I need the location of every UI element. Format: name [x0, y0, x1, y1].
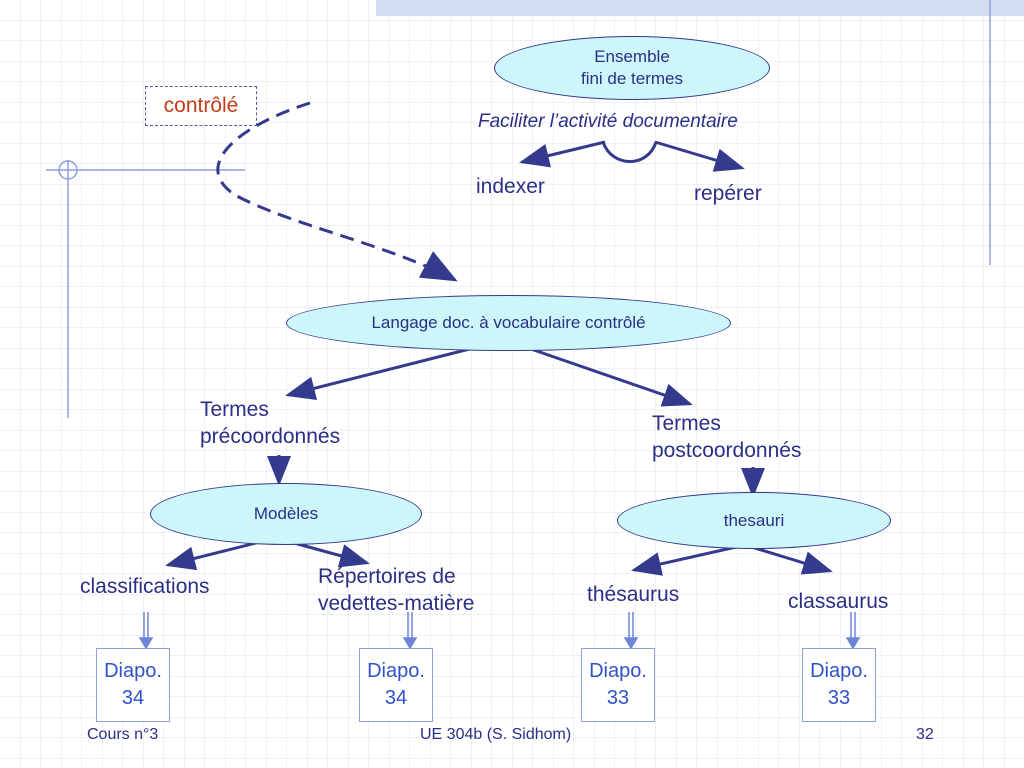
brace	[601, 141, 658, 163]
controle-label-box: contrôlé	[145, 86, 257, 126]
double-arrow-1	[138, 612, 154, 650]
controle-label: contrôlé	[163, 94, 239, 117]
footer-unit: UE 304b (S. Sidhom)	[420, 726, 572, 743]
precoordonnes-label: Termes précoordonnés	[200, 396, 340, 451]
diapo-label: Diapo.	[810, 660, 868, 682]
arrow-to-classaurus	[744, 543, 833, 575]
ensemble-ellipse: Ensemble fini de termes	[494, 36, 770, 100]
diapo-number: 33	[606, 687, 630, 709]
arrow-to-thesaurus	[631, 543, 746, 576]
thesauri-label: thesauri	[723, 510, 785, 530]
diapo-box[interactable]: Diapo. 33	[581, 648, 655, 722]
diapo-number: 33	[827, 687, 851, 709]
diapo-label: Diapo.	[589, 660, 647, 682]
modeles-ellipse: Modèles	[150, 483, 422, 545]
diapo-number: 34	[121, 687, 145, 709]
precoordonnes-line1: Termes	[200, 398, 269, 421]
classaurus-label: classaurus	[788, 590, 889, 613]
postcoordonnes-line1: Termes	[652, 412, 721, 435]
diapo-number: 34	[384, 687, 408, 709]
diapo-box[interactable]: Diapo. 34	[359, 648, 433, 722]
top-band	[376, 0, 1024, 16]
double-arrow-3	[623, 612, 639, 650]
diapo-label: Diapo.	[104, 660, 162, 682]
repertoires-line1: Répertoires de	[318, 565, 456, 588]
purpose-text: Faciliter l’activité documentaire	[478, 111, 738, 132]
repertoires-line2: vedettes-matière	[318, 592, 475, 616]
dashed-link	[216, 101, 458, 282]
arrow-to-reperer	[654, 140, 745, 172]
precoordonnes-line2: précoordonnés	[200, 425, 341, 449]
indexer-label: indexer	[476, 175, 545, 198]
modeles-label: Modèles	[253, 504, 319, 523]
reperer-label: repérer	[694, 182, 762, 205]
diapo-box[interactable]: Diapo. 33	[802, 648, 876, 722]
langage-label: Langage doc. à vocabulaire contrôlé	[371, 313, 646, 332]
footer-course: Cours n°3	[87, 726, 159, 743]
double-arrow-4	[845, 612, 861, 650]
langage-ellipse: Langage doc. à vocabulaire contrôlé	[286, 295, 731, 351]
postcoordonnes-line2: postcoordonnés	[652, 439, 802, 463]
diapo-label: Diapo.	[367, 660, 425, 682]
thesauri-ellipse: thesauri	[617, 492, 891, 549]
arrow-to-indexer	[519, 140, 606, 168]
thesaurus-label: thésaurus	[587, 583, 680, 606]
double-arrow-2	[402, 612, 418, 650]
postcoordonnes-label: Termes postcoordonnés	[652, 410, 801, 465]
ensemble-line1: Ensemble	[594, 46, 670, 66]
repertoires-label: Répertoires de vedettes-matière	[318, 563, 474, 618]
ensemble-line2: fini de termes	[580, 69, 684, 88]
diapo-box[interactable]: Diapo. 34	[96, 648, 170, 722]
footer-page-number: 32	[916, 726, 934, 743]
rule-marker	[58, 160, 78, 180]
classifications-label: classifications	[80, 575, 210, 598]
